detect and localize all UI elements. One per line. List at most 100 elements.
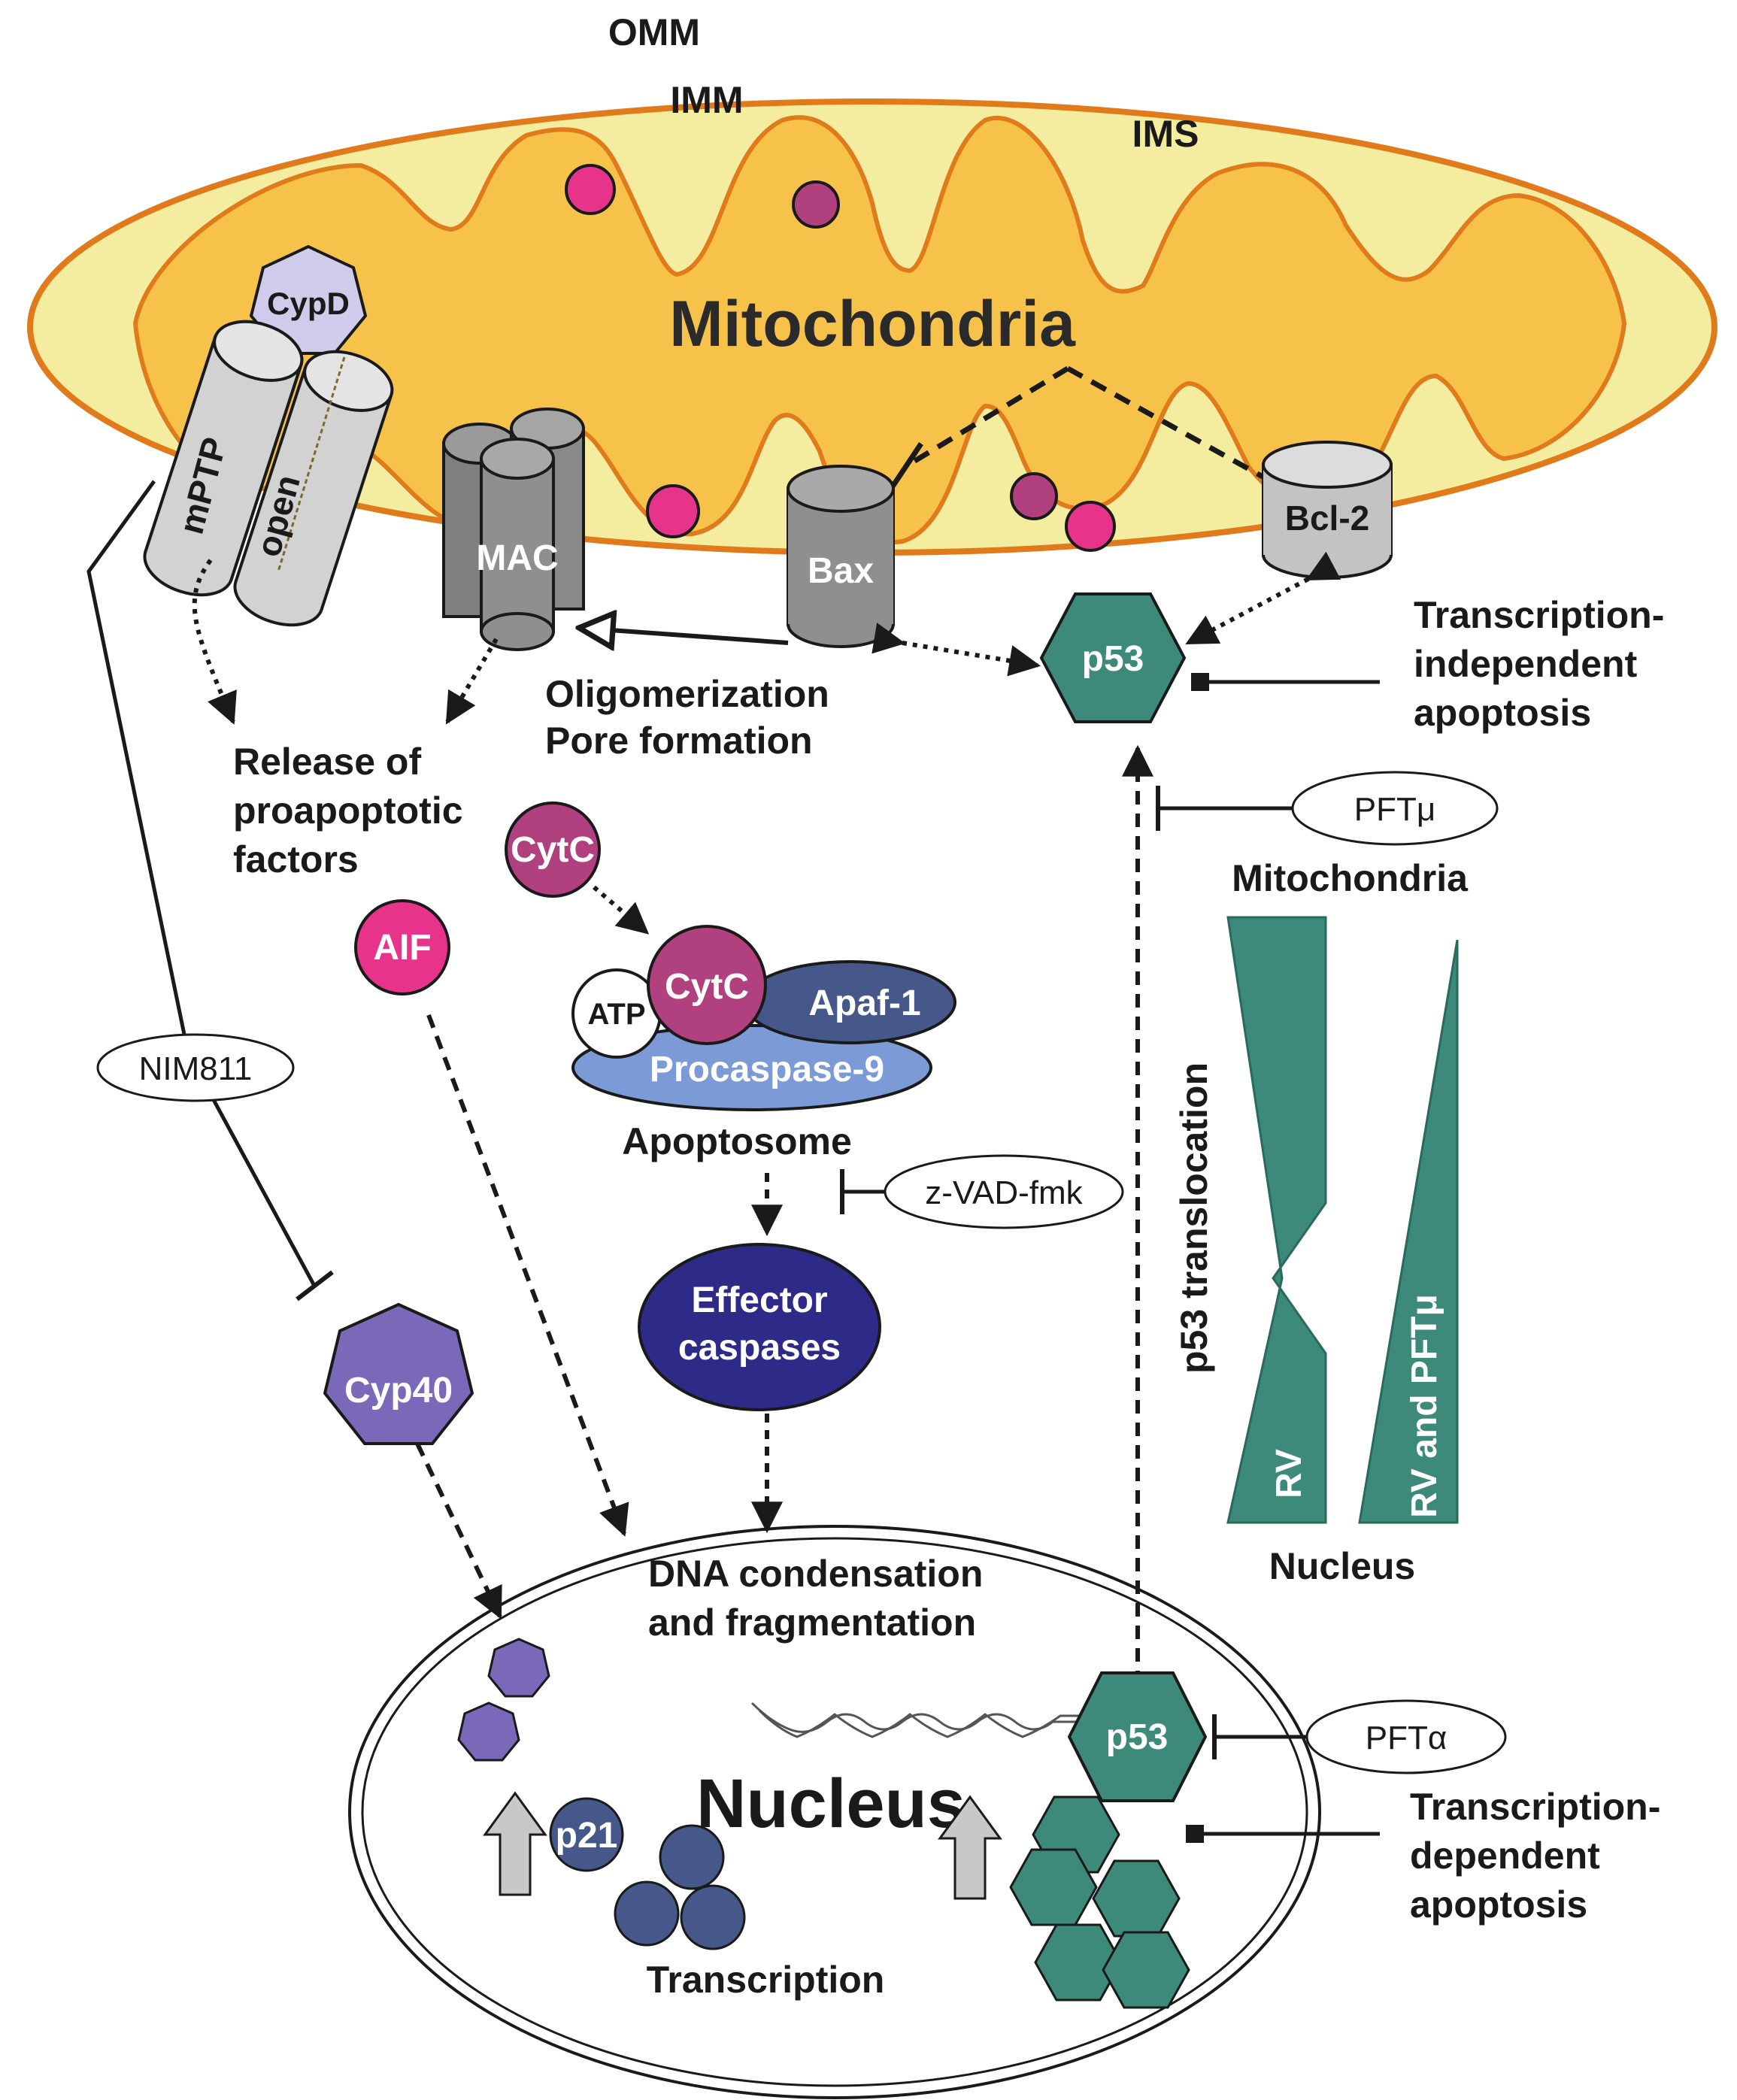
cytc-bound-label: CytC [665,967,749,1007]
apoptosome-label: Apoptosome [622,1120,852,1162]
square-terminator [1191,673,1209,691]
nucleus-title: Nucleus [696,1765,966,1842]
zvad-label: z-VAD-fmk [925,1174,1083,1211]
cytc-label: CytC [511,830,595,870]
aif-label: AIF [373,928,431,968]
mitochondria-bcl2-link [1066,365,1272,484]
cyp40-to-nucleus-arrow [415,1442,502,1620]
cytc-dot [565,164,616,215]
pftalpha-pill [1305,1699,1507,1774]
rv-pftmu-shape [1358,939,1459,1524]
transcription-independent-label: apoptosis [1414,692,1591,734]
cytc-dot [792,180,840,229]
cytc-to-apoptosome-arrow [593,885,650,935]
bcl2-label: Bcl-2 [1285,498,1369,538]
imm-label: IMM [670,79,743,121]
p53-translocation-label: p53 translocation [1173,1062,1215,1374]
omm-label: OMM [608,11,700,53]
aif-to-dna-arrow [426,1014,629,1537]
pftmu-pill [1291,771,1499,846]
effector-caspases-ellipse [638,1243,881,1411]
p21-label: p21 [556,1816,618,1856]
p53-small-hexagon [1092,1859,1181,1938]
cyp40-label: Cyp40 [344,1371,453,1411]
p53-nuclear-label: p53 [1106,1717,1169,1757]
cypd-heptagon [249,244,368,355]
transcription-dependent-label: apoptosis [1410,1883,1587,1926]
legend-nucleus-label: Nucleus [1269,1545,1416,1587]
upregulation-arrow [938,1795,1002,1900]
nim811-inhibition-line [86,480,317,1287]
cytc-bound-circle [647,925,767,1045]
release-label: factors [233,838,359,880]
mac-release-arrow [445,638,499,725]
dna-strand [758,1709,1083,1738]
p53-small-hexagon [1102,1931,1190,2009]
p21-circle [680,1884,746,1950]
procaspase9-label: Procaspase-9 [650,1050,884,1089]
inhibition-bar [889,442,923,490]
release-label: proapoptotic [233,789,463,832]
p53-hexagon-top [1039,592,1187,723]
dna-strand [750,1702,1083,1733]
oligomerization-label: Oligomerization [545,673,829,715]
zvad-pill [884,1154,1124,1229]
p53-small-hexagon [1034,1923,1123,2002]
square-terminator [1186,1825,1204,1843]
mitochondria-bax-link [905,366,1069,468]
rv-label: RV [1269,1449,1309,1498]
cytc-circle [505,802,601,898]
aif-circle [354,899,450,995]
rv-pftmu-label: RV and PFTμ [1405,1294,1444,1518]
cypd-label: CypD [267,286,350,321]
p53-top-label: p53 [1082,639,1144,679]
ims-label: IMS [1132,113,1199,155]
aif-dot [646,484,700,538]
bcl2-p53-interaction [1185,551,1341,645]
nim811-pill [96,1033,295,1102]
dna-condensation-label: and fragmentation [648,1602,976,1644]
pftalpha-label: PFTα [1366,1720,1448,1756]
transcription-dependent-label: Transcription- [1410,1786,1660,1828]
effector-caspases-label: caspases [678,1328,841,1368]
dna-condensation-label: DNA condensation [648,1553,983,1595]
transcription-independent-label: Transcription- [1414,594,1664,636]
pftmu-label: PFTμ [1354,791,1435,828]
apaf1-label: Apaf-1 [808,983,920,1023]
procaspase9-ellipse [571,1024,932,1111]
rv-shape [1226,916,1327,1524]
mptp-release-arrow [192,559,237,725]
effector-caspases-label: Effector [691,1280,827,1320]
nucleus-outer-envelope [348,1525,1321,2099]
nim811-label: NIM811 [139,1050,253,1087]
atp-label: ATP [587,998,645,1031]
upregulation-arrow [483,1791,547,1896]
legend-mitochondria-label: Mitochondria [1232,857,1469,899]
p53-hexagon-nuclear [1067,1671,1208,1802]
bax-to-mac-arrow [579,628,789,643]
apoptosome-complex: Procaspase-9 Apaf-1 ATP CytC [571,925,956,1111]
bax-cylinder: Bax [787,465,895,648]
cyp40-small-heptagon [487,1638,550,1698]
mitochondria-title: Mitochondria [669,288,1076,360]
nucleus-inner-envelope [361,1537,1308,2087]
aif-dot [1065,501,1116,552]
mptp-pore: mPTP open [143,320,394,627]
transcription-label: Transcription [647,1959,885,2001]
p21-circle [614,1880,680,1947]
p21-circle [659,1824,725,1890]
mac-label: MAC [476,538,558,578]
bax-p53-interaction [872,623,1041,677]
transcription-dependent-label: dependent [1410,1835,1600,1877]
mac-channel: MAC [442,408,585,651]
pore-formation-label: Pore formation [545,720,813,762]
cyp40-small-heptagon [457,1702,520,1762]
cytc-dot [1010,472,1058,520]
bax-label: Bax [808,551,874,591]
inhibition-bar [296,1270,334,1302]
transcription-independent-label: independent [1414,643,1638,685]
p21-circle [549,1797,624,1872]
bcl2-cylinder: Bcl-2 [1262,441,1393,579]
release-label: Release of [233,741,421,783]
